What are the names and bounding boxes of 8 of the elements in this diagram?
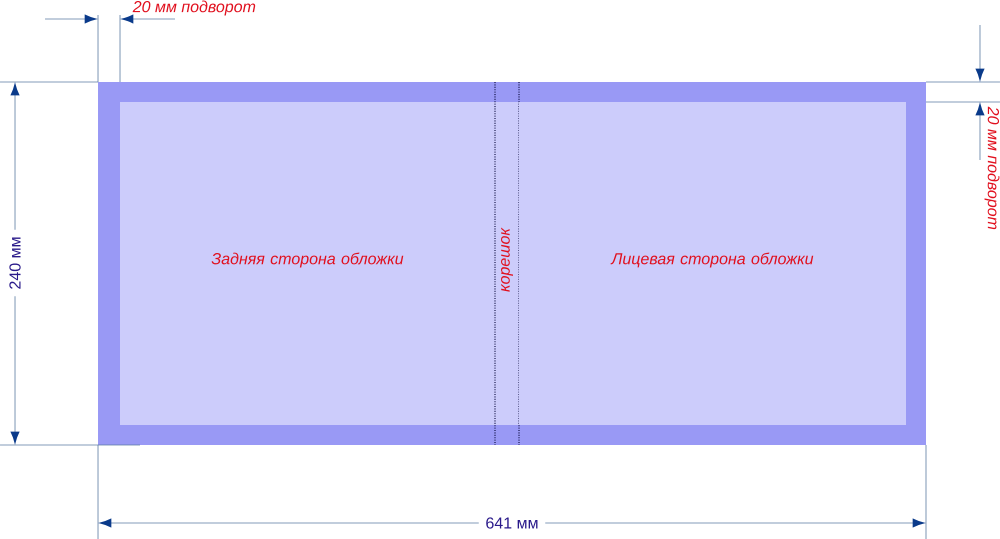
dimension-label: 20 мм подворот <box>132 0 256 16</box>
node-label: Задняя сторона обложки <box>212 252 404 268</box>
dimension-label: 240 мм <box>2 230 28 296</box>
spine: корешок <box>494 82 520 445</box>
dimension-label: 20 мм подворот <box>984 106 1000 230</box>
node-label: корешок <box>501 228 513 292</box>
dimension-label: 641 мм <box>478 510 546 536</box>
node-label: Лицевая сторона обложки <box>610 252 814 268</box>
